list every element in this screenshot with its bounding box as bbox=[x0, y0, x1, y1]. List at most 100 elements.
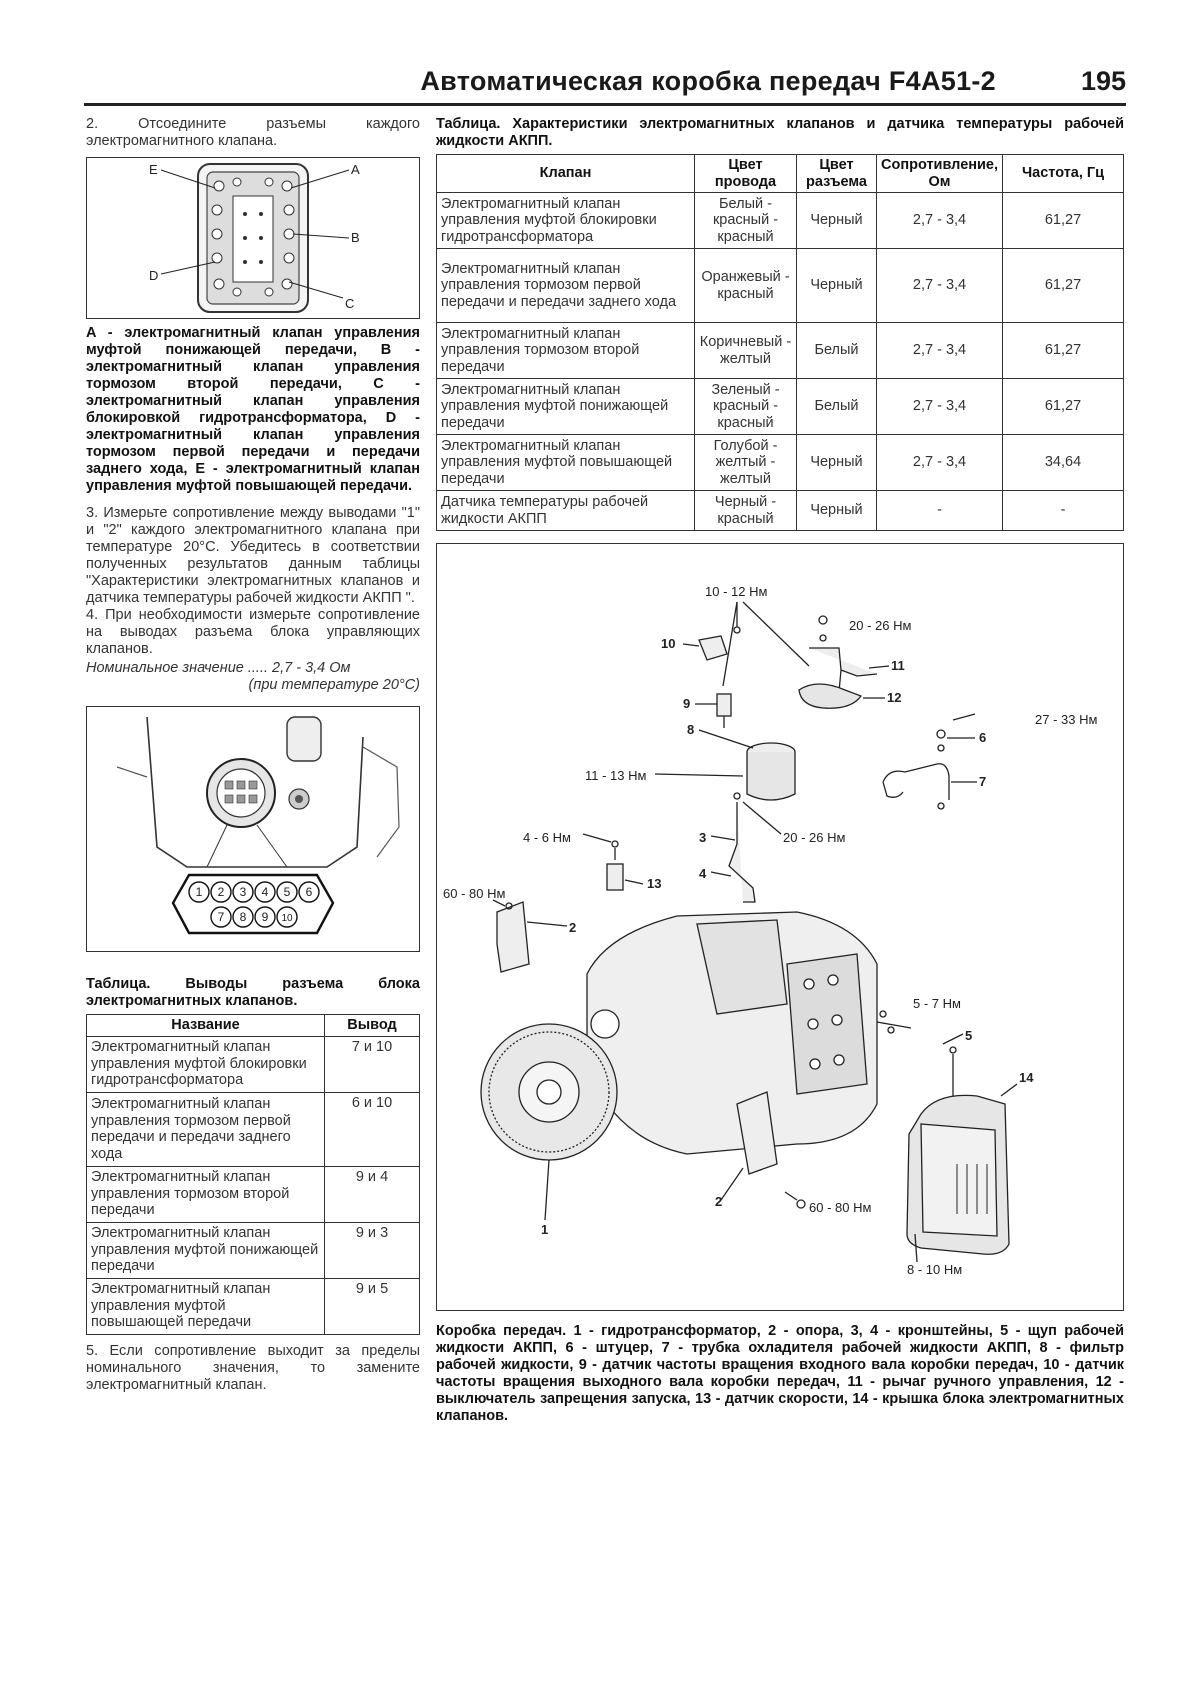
page-title: Автоматическая коробка передач F4A51-2 bbox=[420, 66, 996, 96]
connector-pin-label: 3 bbox=[240, 885, 247, 899]
table1-cell: 61,27 bbox=[1002, 248, 1124, 323]
table1-header-connector-color: Цвет разъема bbox=[796, 154, 877, 193]
table1-cell: Электромагнитный клапан управления тормо… bbox=[436, 248, 695, 323]
table2-cell: 9 и 5 bbox=[324, 1277, 420, 1335]
part-number: 1 bbox=[541, 1222, 548, 1237]
nominal-value: Номинальное значение ..... 2,7 - 3,4 Ом bbox=[86, 660, 351, 676]
torque-label: 60 - 80 Нм bbox=[443, 886, 505, 901]
part-number: 8 bbox=[687, 722, 694, 737]
table1-header-resistance: Сопротивление, Ом bbox=[875, 154, 1004, 193]
table1-cell: - bbox=[1002, 490, 1124, 531]
solenoid-characteristics-table: Клапан Цвет провода Цвет разъема Сопроти… bbox=[436, 154, 1124, 531]
table2-cell: Электромагнитный клапан управления тормо… bbox=[86, 1091, 325, 1167]
table2-cell: Электромагнитный клапан управления тормо… bbox=[86, 1165, 325, 1223]
torque-label: 5 - 7 Нм bbox=[913, 996, 961, 1011]
connector-pin-label: 1 bbox=[196, 885, 203, 899]
table1-cell: Черный bbox=[796, 490, 877, 531]
connector-pin-label: 5 bbox=[284, 885, 291, 899]
part-number: 9 bbox=[683, 696, 690, 711]
table-row: Электромагнитный клапан управления тормо… bbox=[436, 322, 1124, 379]
table2-cell: 7 и 10 bbox=[324, 1035, 420, 1093]
table1-cell: Белый bbox=[796, 322, 877, 379]
connector-pin bbox=[188, 881, 210, 903]
part-number: 10 bbox=[661, 636, 675, 651]
nominal-note: (при температуре 20°С) bbox=[248, 677, 420, 693]
table2-header-pin: Вывод bbox=[324, 1014, 420, 1037]
table1-cell: Черный bbox=[796, 192, 877, 249]
torque-label: 60 - 80 Нм bbox=[809, 1200, 871, 1215]
transmission-figure-caption: Коробка передач. 1 - гидротрансформатор,… bbox=[436, 1323, 1124, 1424]
valve-body-drawing: E A B D C bbox=[149, 162, 360, 313]
valve-body-figure: E A B D C bbox=[86, 157, 420, 319]
connector-pin-label: 6 bbox=[306, 885, 313, 899]
valve-label-c: C bbox=[345, 296, 354, 311]
table-row: Электромагнитный клапан управления тормо… bbox=[86, 1091, 420, 1167]
connector-pin bbox=[232, 906, 254, 928]
step-5-text: 5. Если сопротивление выходит за пределы… bbox=[86, 1342, 420, 1393]
table1-title: Таблица. Характеристики электромагнитных… bbox=[436, 116, 1124, 149]
connector-pin bbox=[276, 881, 298, 903]
table2-header-name: Название bbox=[86, 1014, 325, 1037]
table1-cell: Оранжевый - красный bbox=[694, 248, 797, 323]
table-row: Электромагнитный клапан управления муфто… bbox=[86, 1035, 420, 1093]
table1-header-wire-color: Цвет провода bbox=[694, 154, 797, 193]
right-column: Таблица. Характеристики электромагнитных… bbox=[436, 116, 1124, 1425]
connector-pin bbox=[210, 881, 232, 903]
table-row: Датчика температуры рабочей жидкости АКП… bbox=[436, 490, 1124, 531]
table1-cell: Черный bbox=[796, 248, 877, 323]
connector-pin bbox=[254, 906, 276, 928]
table1-cell: 2,7 - 3,4 bbox=[875, 192, 1004, 249]
table1-cell: 61,27 bbox=[1002, 378, 1124, 435]
table-row: Электромагнитный клапан управления тормо… bbox=[86, 1165, 420, 1223]
step-4-text: 4. При необходимости измерьте сопротивле… bbox=[86, 607, 420, 657]
torque-label: 20 - 26 Нм bbox=[783, 830, 845, 845]
step-3-text: 3. Измерьте сопротивление между выводами… bbox=[86, 505, 420, 606]
table1-cell: Черный - красный bbox=[694, 490, 797, 531]
connector-pin-label: 4 bbox=[262, 885, 269, 899]
table1-cell: Электромагнитный клапан управления муфто… bbox=[436, 434, 695, 491]
table1-cell: Датчика температуры рабочей жидкости АКП… bbox=[436, 490, 695, 531]
torque-label: 11 - 13 Нм bbox=[585, 768, 647, 783]
table2-title: Таблица. Выводы разъема блока электромаг… bbox=[86, 976, 420, 1009]
table-row: Электромагнитный клапан управления муфто… bbox=[436, 192, 1124, 249]
torque-label: 27 - 33 Нм bbox=[1035, 712, 1097, 727]
connector-pin bbox=[298, 881, 320, 903]
table1-cell: Электромагнитный клапан управления муфто… bbox=[436, 192, 695, 249]
part-number: 12 bbox=[887, 690, 901, 705]
table1-cell: 2,7 - 3,4 bbox=[875, 434, 1004, 491]
table-row: Электромагнитный клапан управления муфто… bbox=[436, 434, 1124, 491]
table-row: Электромагнитный клапан управления муфто… bbox=[86, 1277, 420, 1335]
table1-cell: 61,27 bbox=[1002, 192, 1124, 249]
table1-cell: Белый bbox=[796, 378, 877, 435]
torque-label: 4 - 6 Нм bbox=[523, 830, 571, 845]
page-number: 195 bbox=[1080, 66, 1126, 96]
connector-pin-label: 9 bbox=[262, 910, 269, 924]
table-row: Электромагнитный клапан управления муфто… bbox=[86, 1221, 420, 1279]
connector-pin-label: 10 bbox=[281, 913, 293, 924]
table1-header-valve: Клапан bbox=[436, 154, 695, 193]
table1-cell: 61,27 bbox=[1002, 322, 1124, 379]
table1-cell: Электромагнитный клапан управления тормо… bbox=[436, 322, 695, 379]
table1-cell: - bbox=[875, 490, 1004, 531]
transmission-exploded-figure: 10 - 12 Нм 20 - 26 Нм 27 - 33 Нм 11 - 13… bbox=[436, 543, 1124, 1311]
table1-cell: Зеленый - красный - красный bbox=[694, 378, 797, 435]
torque-label: 20 - 26 Нм bbox=[849, 618, 911, 633]
table-row: Электромагнитный клапан управления тормо… bbox=[436, 248, 1124, 323]
connector-pin-label: 8 bbox=[240, 910, 247, 924]
torque-label: 10 - 12 Нм bbox=[705, 584, 767, 599]
connector-pin bbox=[210, 906, 232, 928]
part-number: 5 bbox=[965, 1028, 972, 1043]
valve-label-a: A bbox=[351, 162, 360, 177]
table2-cell: Электромагнитный клапан управления муфто… bbox=[86, 1035, 325, 1093]
part-number: 11 bbox=[891, 658, 905, 673]
table2-cell: Электромагнитный клапан управления муфто… bbox=[86, 1277, 325, 1335]
table2-cell: Электромагнитный клапан управления муфто… bbox=[86, 1221, 325, 1279]
connector-pin bbox=[254, 881, 276, 903]
valve-figure-caption: A - электромагнитный клапан управления м… bbox=[86, 325, 420, 494]
connector-pin bbox=[232, 881, 254, 903]
table1-cell: 34,64 bbox=[1002, 434, 1124, 491]
table2-cell: 9 и 3 bbox=[324, 1221, 420, 1279]
